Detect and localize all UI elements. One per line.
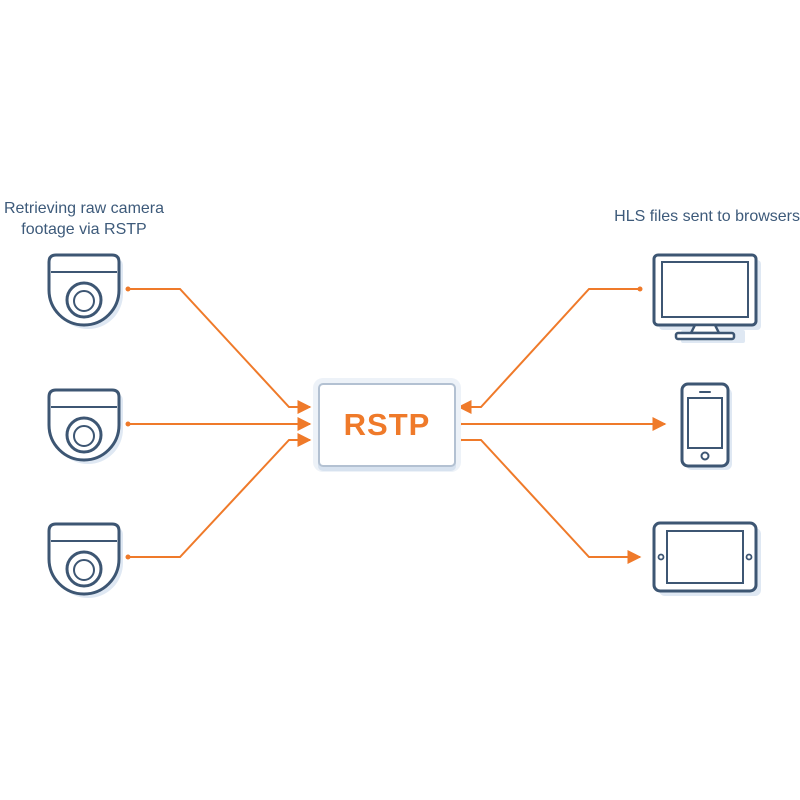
phone-connector xyxy=(456,417,667,431)
monitor xyxy=(652,253,761,343)
rstp-server-label: RSTP xyxy=(343,407,431,442)
dome-camera-icon xyxy=(47,253,123,329)
camera-2-connector xyxy=(125,417,312,431)
camera-1 xyxy=(47,253,123,329)
camera-3 xyxy=(47,522,123,598)
tablet-connector xyxy=(456,437,642,564)
source-caption-line-1: Retrieving raw camera xyxy=(3,200,165,217)
tablet xyxy=(652,521,761,596)
desktop-monitor-icon xyxy=(652,253,761,343)
phone xyxy=(680,382,732,470)
connectors xyxy=(125,286,667,564)
dome-camera-icon xyxy=(47,388,123,464)
camera-3-connector xyxy=(125,433,312,560)
camera-1-connector xyxy=(125,286,312,414)
camera-2 xyxy=(47,388,123,464)
destination-caption: HLS files sent to browsers xyxy=(614,208,800,225)
monitor-connector xyxy=(457,286,643,414)
tablet-icon xyxy=(652,521,761,596)
source-caption-line-2: footage via RSTP xyxy=(21,221,147,238)
source-caption: Retrieving raw camera footage via RSTP xyxy=(0,198,168,240)
smartphone-icon xyxy=(680,382,732,470)
dome-camera-icon xyxy=(47,522,123,598)
rstp-server-box: RSTP xyxy=(318,383,456,467)
